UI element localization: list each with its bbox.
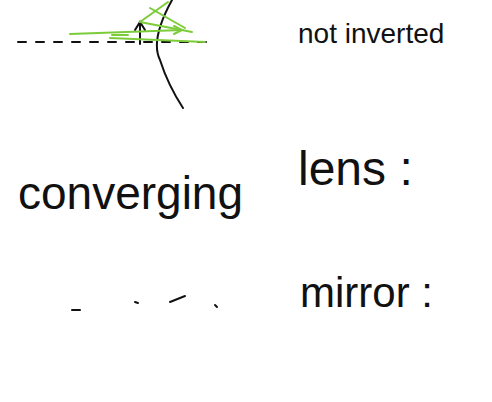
axis-dash: [215, 305, 217, 307]
axis-dash: [72, 309, 80, 311]
note-text: not inverted: [298, 20, 444, 48]
axis-dash: [135, 302, 138, 303]
object-arrow: [139, 24, 141, 44]
light-rays: [70, 2, 205, 42]
lens-outline: [157, 0, 183, 108]
heading-word: converging: [18, 170, 243, 216]
axis-dash: [170, 296, 185, 302]
heading-word: mirror :: [300, 272, 433, 314]
heading-word: lens :: [298, 145, 413, 193]
